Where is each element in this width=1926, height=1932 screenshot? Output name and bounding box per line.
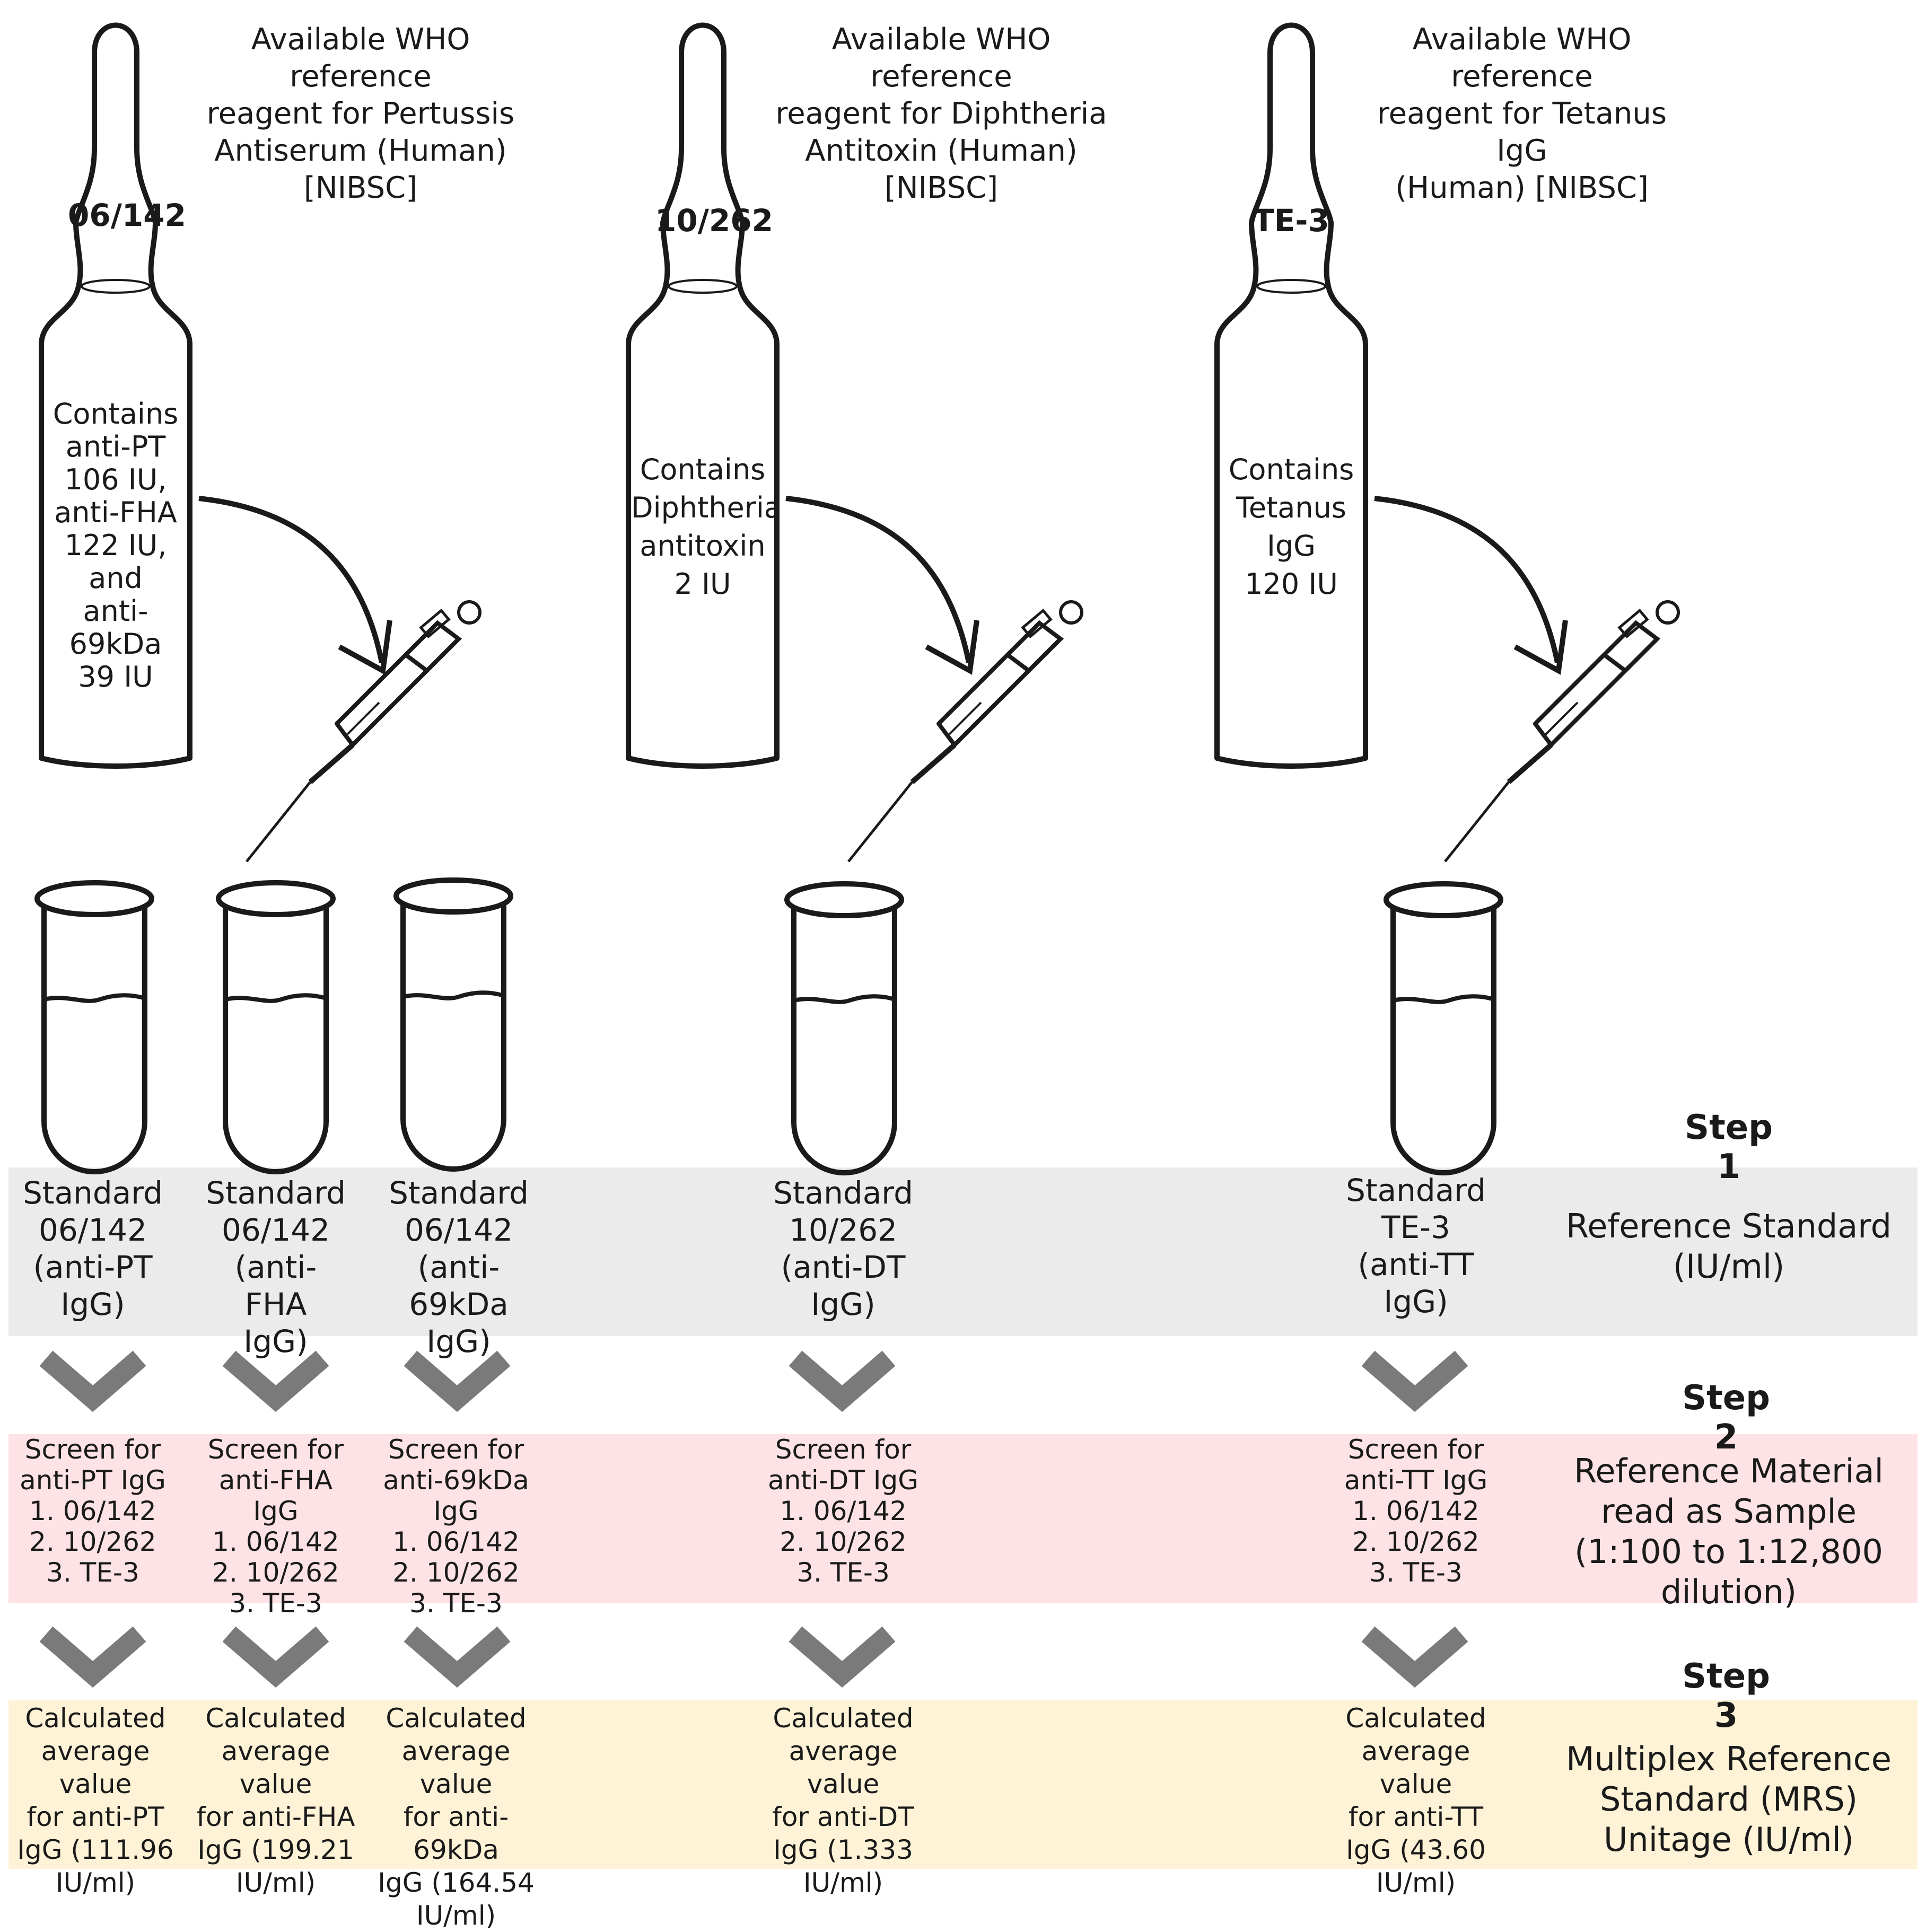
standard-anti-69kda-text: Standard 06/142 (anti-69kDa IgG) [389,1175,529,1359]
screen-anti-69kda-text: Screen for anti-69kDa IgG 1. 06/142 2. 1… [383,1434,529,1619]
reagent-title-pertussis: Available WHO reference reagent for Pert… [191,21,530,207]
calculated-anti-69kda-text: Calculated average value for anti-69kDa … [378,1703,535,1931]
calculated-anti-fha: Calculated average value for anti-FHA Ig… [191,1702,361,1899]
chevron-step3-2 [229,1634,322,1674]
screen-anti-pt-text: Screen for anti-PT IgG 1. 06/142 2. 10/2… [20,1434,166,1588]
diagram-artwork [0,0,1926,1893]
reagent-title-tetanus: Available WHO reference reagent for Teta… [1352,21,1692,207]
standard-anti-tt-text: Standard TE-3 (anti-TT IgG) [1346,1172,1486,1320]
screen-anti-pt: Screen for anti-PT IgG 1. 06/142 2. 10/2… [11,1434,175,1588]
reference-standard-title: Reference Standard (IU/ml) [1527,1206,1926,1287]
ampoule-diphtheria [628,25,777,767]
standard-anti-fha-text: Standard 06/142 (anti-FHA IgG) [206,1175,346,1359]
ampoule-code-pertussis: 06/142 [68,197,186,233]
reagent-title-pertussis-text: Available WHO reference reagent for Pert… [206,22,515,205]
ampoule-contents-pertussis-text: Contains anti-PT 106 IU, anti-FHA 122 IU… [52,397,179,693]
calculated-anti-tt: Calculated average value for anti-TT IgG… [1331,1702,1501,1899]
screen-anti-69kda: Screen for anti-69kDa IgG 1. 06/142 2. 1… [369,1434,544,1619]
chevron-step2-3 [410,1358,504,1399]
calculated-anti-tt-text: Calculated average value for anti-TT IgG… [1345,1703,1486,1898]
ampoule-contents-diphtheria: Contains Diphtheria antitoxin 2 IU [631,451,782,603]
reference-material-title-text: Reference Material read as Sample (1:100… [1574,1452,1884,1611]
standard-anti-dt-text: Standard 10/262 (anti-DT IgG) [773,1175,913,1322]
screen-anti-fha-text: Screen for anti-FHA IgG 1. 06/142 2. 10/… [207,1434,344,1619]
mrs-title-text: Multiplex Reference Standard (MRS) Unita… [1566,1740,1892,1859]
ampoule-code-diphtheria: 10/262 [655,203,773,239]
screen-anti-tt: Screen for anti-TT IgG 1. 06/142 2. 10/2… [1334,1434,1498,1588]
pipette-pertussis [247,602,480,862]
mrs-band [8,1700,1918,1869]
reference-material-title: Reference Material read as Sample (1:100… [1527,1451,1926,1612]
chevron-step2-4 [795,1358,889,1399]
chevron-step2-5 [1368,1358,1461,1399]
chevron-step3-5 [1368,1634,1461,1674]
tube-anti-dt [787,884,901,1173]
step-2-heading: Step 2 [1682,1378,1770,1457]
tube-anti-fha [218,883,333,1172]
standard-anti-dt: Standard 10/262 (anti-DT IgG) [772,1174,915,1323]
standard-anti-pt: Standard 06/142 (anti-PT IgG) [21,1174,164,1323]
chevron-step3-1 [46,1634,139,1674]
screen-anti-fha: Screen for anti-FHA IgG 1. 06/142 2. 10/… [194,1434,358,1619]
chevron-step3-4 [795,1634,889,1674]
ampoule-contents-tetanus: Contains Tetanus IgG 120 IU [1220,451,1363,603]
ampoule-tetanus [1217,25,1365,767]
tube-anti-pt [37,883,152,1172]
arrow-diphtheria [785,496,979,675]
screen-anti-dt: Screen for anti-DT IgG 1. 06/142 2. 10/2… [761,1434,925,1588]
calculated-anti-pt: Calculated average value for anti-PT IgG… [11,1702,180,1899]
calculated-anti-dt-text: Calculated average value for anti-DT IgG… [772,1703,914,1898]
arrow-tetanus [1374,496,1568,675]
tube-anti-69kda [396,880,511,1169]
tube-anti-tt [1386,884,1501,1173]
screen-anti-dt-text: Screen for anti-DT IgG 1. 06/142 2. 10/2… [767,1434,919,1588]
calculated-anti-dt: Calculated average value for anti-DT IgG… [758,1702,928,1899]
standard-anti-69kda: Standard 06/142 (anti-69kDa IgG) [379,1174,538,1360]
reference-material-band [8,1434,1918,1603]
step-1-heading: Step 1 [1685,1108,1773,1187]
ampoule-contents-diphtheria-text: Contains Diphtheria antitoxin 2 IU [631,453,782,601]
chevron-step2-1 [46,1358,139,1399]
standard-anti-fha: Standard 06/142 (anti-FHA IgG) [204,1174,347,1360]
calculated-anti-fha-text: Calculated average value for anti-FHA Ig… [196,1703,355,1898]
step-3-heading: Step 3 [1682,1657,1770,1735]
ampoule-contents-tetanus-text: Contains Tetanus IgG 120 IU [1228,453,1354,601]
reagent-title-diphtheria: Available WHO reference reagent for Diph… [772,21,1111,207]
chevron-step2-2 [229,1358,322,1399]
reagent-title-tetanus-text: Available WHO reference reagent for Teta… [1377,22,1667,205]
standard-anti-pt-text: Standard 06/142 (anti-PT IgG) [23,1175,163,1322]
reference-standard-band [8,1167,1918,1336]
chevron-step3-3 [410,1634,504,1674]
ampoule-code-tetanus: TE-3 [1253,203,1329,239]
calculated-anti-pt-text: Calculated average value for anti-PT IgG… [17,1703,174,1898]
standard-anti-tt: Standard TE-3 (anti-TT IgG) [1344,1172,1487,1320]
ampoule-contents-pertussis: Contains anti-PT 106 IU, anti-FHA 122 IU… [44,398,187,693]
arrow-pertussis [198,496,392,675]
screen-anti-tt-text: Screen for anti-TT IgG 1. 06/142 2. 10/2… [1344,1434,1488,1588]
mrs-title: Multiplex Reference Standard (MRS) Unita… [1527,1739,1926,1860]
reagent-title-diphtheria-text: Available WHO reference reagent for Diph… [775,22,1107,205]
calculated-anti-69kda: Calculated average value for anti-69kDa … [369,1702,544,1932]
reference-standard-title-text: Reference Standard (IU/ml) [1566,1207,1892,1286]
